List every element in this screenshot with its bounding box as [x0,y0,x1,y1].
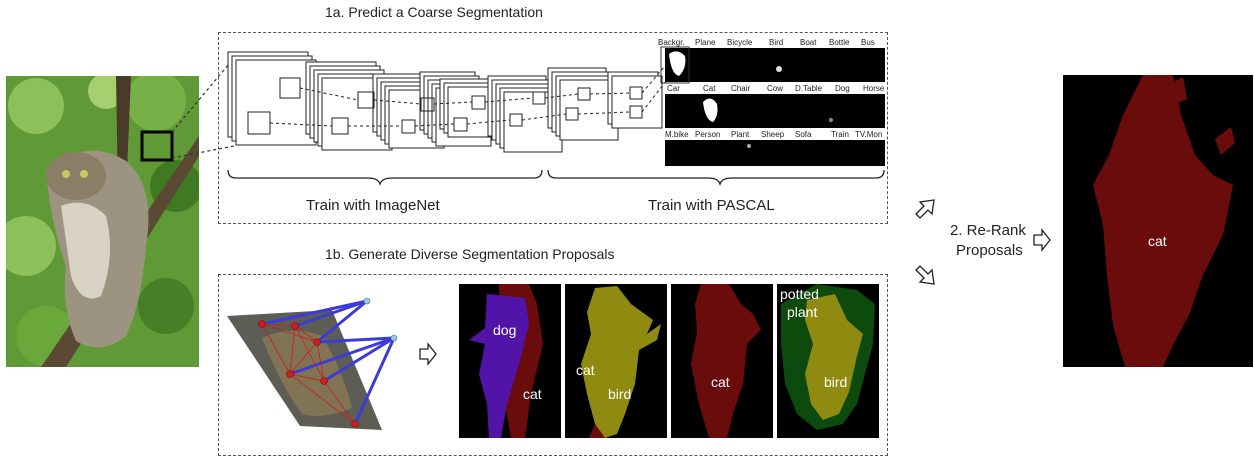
proposal-mask-1 [459,284,561,438]
class-labels-row-3: M.bike Person Plant Sheep Sofa Train TV.… [665,130,882,139]
focus-box [140,130,174,162]
arrow-up-right-icon [915,199,935,219]
input-photo [6,76,199,367]
class-label: Cat [703,84,716,93]
arrow-right-icon [419,342,437,366]
proposal-2-label-bird: bird [608,386,632,402]
class-label: Boat [800,38,817,47]
step-1a-title: 1a. Predict a Coarse Segmentation [325,4,543,20]
class-label: Plane [695,38,716,47]
final-segmentation [1063,75,1253,367]
step-2-line-1: 2. Re-Rank [950,222,1026,239]
class-label: Sofa [795,130,812,139]
class-labels-row-1: Backgr. Plane Bicycle Bird Boat Bottle B… [658,38,875,47]
class-label: Chair [731,84,750,93]
brace-label-pascal: Train with PASCAL [648,197,775,214]
cnn-architecture [227,51,885,187]
class-label: Bottle [829,38,850,47]
class-label: Bicycle [727,38,753,47]
brace-label-imagenet: Train with ImageNet [306,197,440,214]
class-label: Person [695,130,720,139]
class-label: Backgr. [658,38,685,47]
class-label: Sheep [761,130,785,139]
arrow-right-icon [1033,228,1051,252]
proposal-mask-4 [777,284,879,438]
class-label: Bird [769,38,783,47]
class-label: Car [667,84,680,93]
projection-lines [171,57,235,159]
class-label: Bus [861,38,875,47]
crf-graph [227,297,398,430]
arrow-down-right-icon [915,265,935,285]
proposal-3-label-cat: cat [711,374,730,390]
class-label: Horse [863,84,885,93]
class-labels-row-2: Car Cat Chair Cow D.Table Dog Horse [667,84,885,93]
final-label-cat: cat [1148,233,1167,249]
class-score-maps: Backgr. Plane Bicycle Bird Boat Bottle B… [658,38,885,166]
proposal-1-label-cat: cat [523,386,542,402]
class-label: Cow [767,84,783,93]
proposal-4-label-plant: plant [787,304,818,320]
class-label: Plant [731,130,750,139]
class-label: Dog [835,84,850,93]
step-1b-title: 1b. Generate Diverse Segmentation Propos… [325,246,615,262]
class-label: D.Table [795,84,823,93]
step-1a-box [218,32,888,224]
proposal-mask-3 [671,284,773,438]
class-label: TV.Mon [855,130,882,139]
proposal-mask-2 [565,284,667,438]
class-label: M.bike [665,130,689,139]
step-2-line-2: Proposals [956,242,1023,259]
class-label: Train [831,130,849,139]
proposal-1-label-dog: dog [493,322,517,338]
proposal-2-label-cat: cat [576,362,595,378]
proposal-4-label-potted: potted [780,286,819,302]
proposal-4-label-bird: bird [824,374,848,390]
